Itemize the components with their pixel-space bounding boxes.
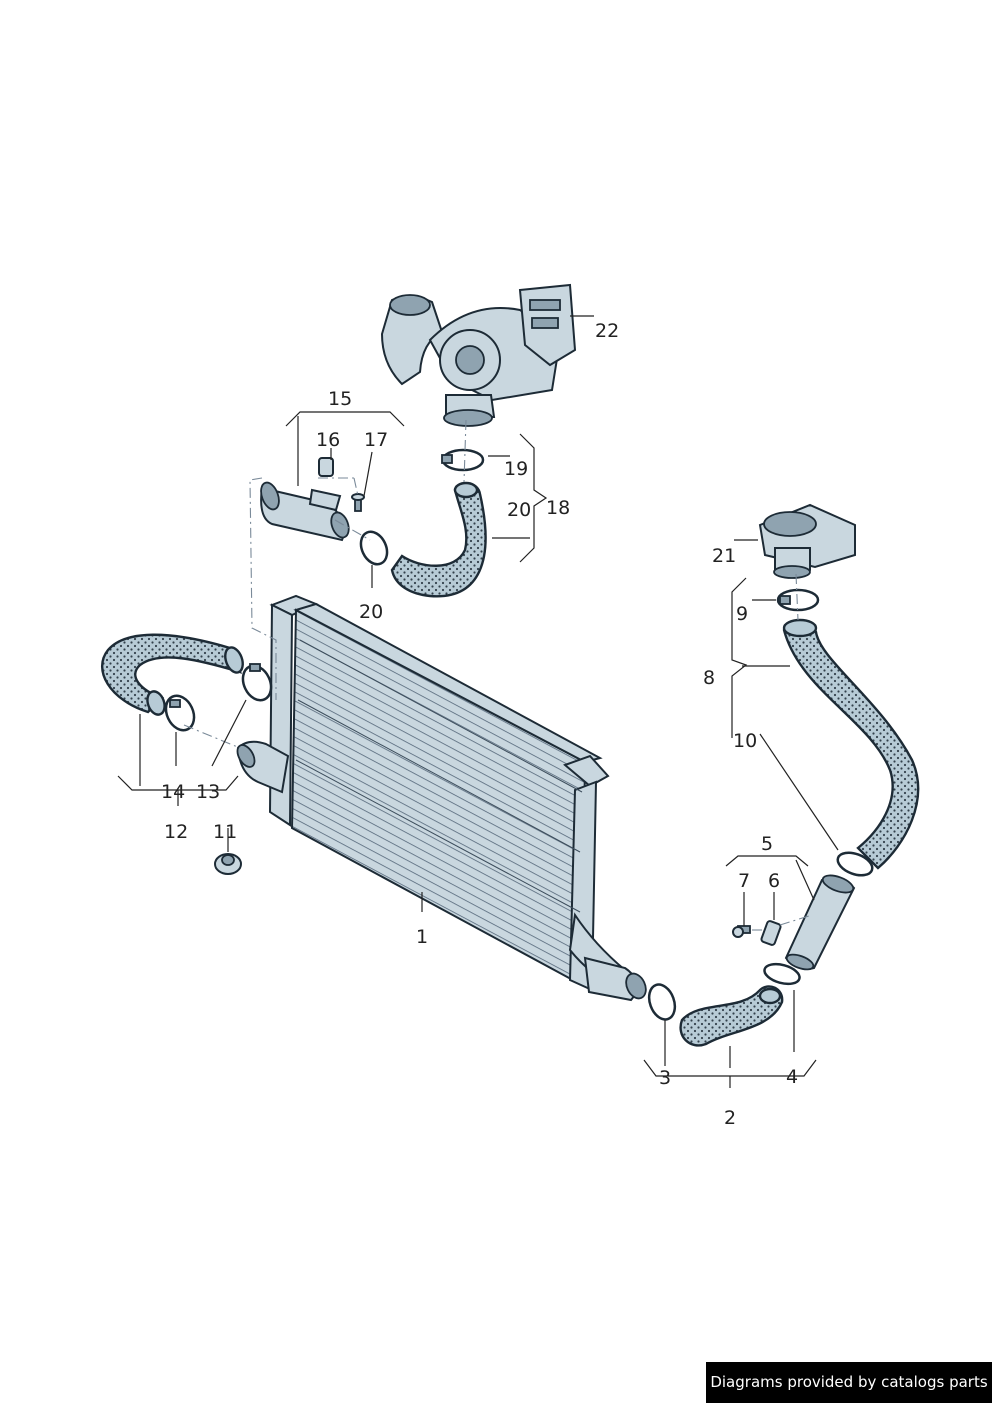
callout-21: 21 [712, 545, 736, 567]
intercooler-radiator [268, 594, 627, 992]
callout-19: 19 [504, 458, 528, 480]
charge-pipe-part-5 [784, 874, 856, 971]
callout-labels: 1 2 3 4 5 6 7 8 9 10 11 12 13 14 15 16 1… [161, 320, 798, 1129]
callout-15: 15 [328, 388, 352, 410]
callout-1: 1 [416, 926, 428, 948]
callout-9: 9 [736, 603, 748, 625]
pressure-sensor-part-6 [760, 920, 782, 946]
hose-clamp-10 [836, 851, 874, 877]
screw-part-17 [351, 493, 365, 512]
callout-10: 10 [733, 730, 757, 752]
callout-8: 8 [703, 667, 715, 689]
leader-lines [117, 315, 839, 1088]
callout-5: 5 [761, 833, 773, 855]
callout-13: 13 [196, 781, 220, 803]
hose-clamp-3 [647, 983, 677, 1021]
callout-20-upper: 20 [507, 499, 531, 521]
throttle-housing [758, 503, 856, 579]
radiator-inlet-stub [236, 740, 290, 794]
hose-clamp-20-lower [359, 530, 389, 566]
callout-22: 22 [595, 320, 619, 342]
right-charge-hose [782, 618, 920, 870]
screw-part-7 [732, 925, 751, 938]
assembly-guide-lines [183, 419, 813, 931]
callout-16: 16 [316, 429, 340, 451]
turbo-outlet-hose [390, 481, 487, 598]
callout-11: 11 [213, 821, 237, 843]
callout-20-lower: 20 [359, 601, 383, 623]
callout-18: 18 [546, 497, 570, 519]
hose-clamp-9 [776, 588, 820, 612]
nut-part-11 [214, 853, 242, 875]
left-charge-hose [101, 633, 244, 716]
turbocharger [380, 283, 577, 427]
sensor-part-16 [318, 457, 334, 477]
callout-14: 14 [161, 781, 185, 803]
hose-clamp-19 [441, 448, 485, 472]
callout-4: 4 [786, 1066, 798, 1088]
callout-7: 7 [738, 870, 750, 892]
callout-17: 17 [364, 429, 388, 451]
callout-6: 6 [768, 870, 780, 892]
hose-clamp-left-lower [164, 694, 196, 732]
hose-clamp-4 [763, 962, 801, 986]
callout-12: 12 [164, 821, 188, 843]
radiator-outlet-stub [583, 956, 647, 1002]
credit-banner: Diagrams provided by catalogs parts [706, 1362, 992, 1403]
callout-2: 2 [724, 1107, 736, 1129]
lower-right-hose [679, 985, 784, 1047]
callout-3: 3 [659, 1067, 671, 1089]
hose-clamp-left-upper [241, 663, 273, 702]
connecting-pipe-assembly [260, 481, 350, 542]
